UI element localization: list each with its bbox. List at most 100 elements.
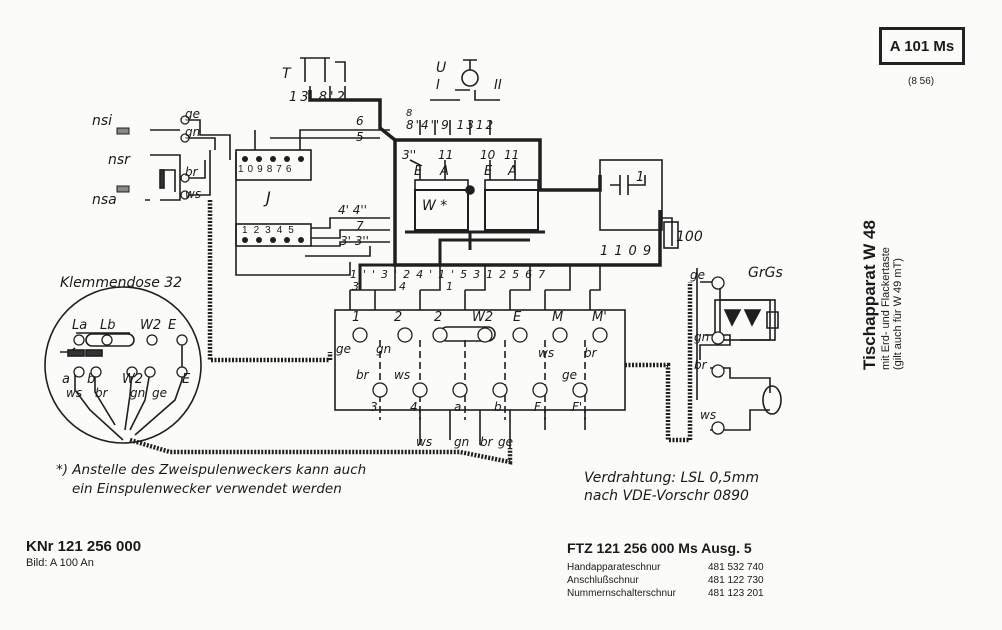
coil-E1: E (414, 164, 423, 179)
cap-nums: 1109 (600, 244, 657, 259)
terminal-screws (73, 115, 725, 435)
subtitle-1: mit Erd- und Flackertaste (880, 247, 892, 370)
right-color-ws: ws (700, 408, 717, 422)
switch-label-T: T (282, 66, 291, 82)
kd-W2: W2 (140, 318, 162, 333)
pin: 4' (416, 268, 439, 281)
ts-bot-F: F (534, 400, 541, 414)
mid-numbers: 1''3'24'1'5312567 (350, 268, 610, 281)
wire-color-ws: ws (185, 187, 202, 201)
pin: 3 (352, 280, 399, 293)
right-color-br: br (694, 358, 707, 372)
pin: 4 (399, 280, 446, 293)
wire-color-ge: ge (185, 107, 200, 121)
coil-num-10: 10 (480, 148, 496, 162)
switch-label-I: I (436, 78, 440, 93)
pin: 4 (276, 225, 289, 236)
bus-5: 5 (356, 130, 364, 144)
pin: 13 (289, 90, 312, 105)
ts-top-E: E (513, 310, 522, 325)
pin: 1'' (350, 268, 382, 281)
kd-a: a (62, 372, 70, 387)
cable-color-br: br (480, 435, 493, 449)
ts-bot-3: 3 (370, 400, 378, 414)
document-date: (8 56) (908, 76, 935, 87)
mid-numbers-2: 341 (352, 280, 493, 293)
footnote-line-2: ein Einspulenwecker verwendet werden (72, 481, 342, 497)
right-color-ge: ge (690, 268, 705, 282)
ts-top-2: 2 (394, 310, 403, 325)
coil-num-3: 3'' (402, 148, 417, 162)
cable-color-ws: ws (416, 435, 433, 449)
coil-num-11: 11 (438, 148, 454, 162)
pin: 10 (614, 244, 643, 259)
coil-E2: E (484, 164, 493, 179)
ts-top-M2: M' (592, 310, 607, 325)
pin: 2 (336, 90, 348, 105)
part-number-3: 481 123 201 (708, 588, 764, 599)
pin: 5 (460, 268, 474, 281)
wiring-note-2: nach VDE-Vorschr 0890 (584, 488, 749, 504)
cable-color-gn: gn (454, 435, 470, 449)
relay-label-J: J (266, 188, 271, 207)
part-number-1: 481 532 740 (708, 562, 764, 573)
ts-color-br: br (584, 346, 597, 360)
ts-bot-F2: F' (572, 400, 583, 414)
label-nsa: nsa (92, 192, 117, 208)
wire-color-gn: gn (185, 125, 201, 139)
pin: 2 (403, 268, 417, 281)
pin: 1 (600, 244, 615, 259)
ts-bcolor-ws: ws (394, 368, 411, 382)
pin: 1' (438, 268, 461, 281)
document-id-box: A 101 Ms (879, 27, 965, 65)
bus-6: 6 (356, 114, 364, 128)
pin: 2 (253, 225, 266, 236)
bild-ref: Bild: A 100 An (26, 557, 94, 569)
pin: 3 (265, 225, 277, 236)
part-name-2: Anschlußschnur (567, 575, 639, 586)
knr-number: KNr 121 256 000 (26, 538, 142, 555)
pin: 5 (512, 268, 526, 281)
kd-La: La (72, 318, 88, 333)
kd-color-ge: ge (152, 386, 167, 400)
cable-color-ge: ge (498, 435, 513, 449)
ts-top-1: 1 (352, 310, 361, 325)
switch-label-II: II (494, 78, 502, 93)
pin: 7 (538, 268, 552, 281)
bus-3-3: 3' 3'' (340, 234, 369, 248)
right-color-gn: gn (694, 330, 710, 344)
ts-bcolor-ge: ge (562, 368, 577, 382)
ts-bot-b: b (494, 400, 502, 414)
pin: 8 (266, 164, 277, 175)
part-name-3: Nummernschalterschnur (567, 588, 676, 599)
cap-num-1-top: 1 (636, 170, 645, 185)
kd-Lb: Lb (100, 318, 116, 333)
pin: 9 (441, 118, 451, 132)
pin: 9 (257, 164, 267, 175)
pin: 10 (238, 164, 258, 175)
coil-num-11b: 11 (504, 148, 520, 162)
switch-label-U: U (436, 60, 447, 76)
pin: 13 (456, 118, 476, 132)
side-title: Tischapparat W 48 mit Erd- und Flackerta… (860, 220, 904, 370)
kd-b: b (87, 372, 96, 387)
ts-top-2b: 2 (434, 310, 443, 325)
part-name-1: Handapparateschnur (567, 562, 661, 573)
ts-bot-a: a (454, 400, 462, 414)
pin: 9 (642, 244, 658, 259)
switch-U-pin-8: 8 (406, 108, 413, 119)
kd-W2-bottom: W2 (122, 372, 144, 387)
ts-bcolor-br: br (356, 368, 369, 382)
bus-4-4: 4' 4'' (338, 203, 367, 217)
relay-bottom-pins: 12345 (242, 225, 300, 236)
coil-A2: A (508, 164, 517, 179)
ts-color-gn: gn (376, 342, 392, 356)
pin: 6 (285, 164, 296, 175)
grgs-label: GrGs (748, 265, 783, 281)
pin: 8' (406, 118, 421, 132)
relay-pins (242, 156, 304, 243)
footnote-line-1: *) Anstelle des Zweispulenweckers kann a… (56, 462, 367, 478)
part-number-2: 481 122 730 (708, 575, 764, 586)
